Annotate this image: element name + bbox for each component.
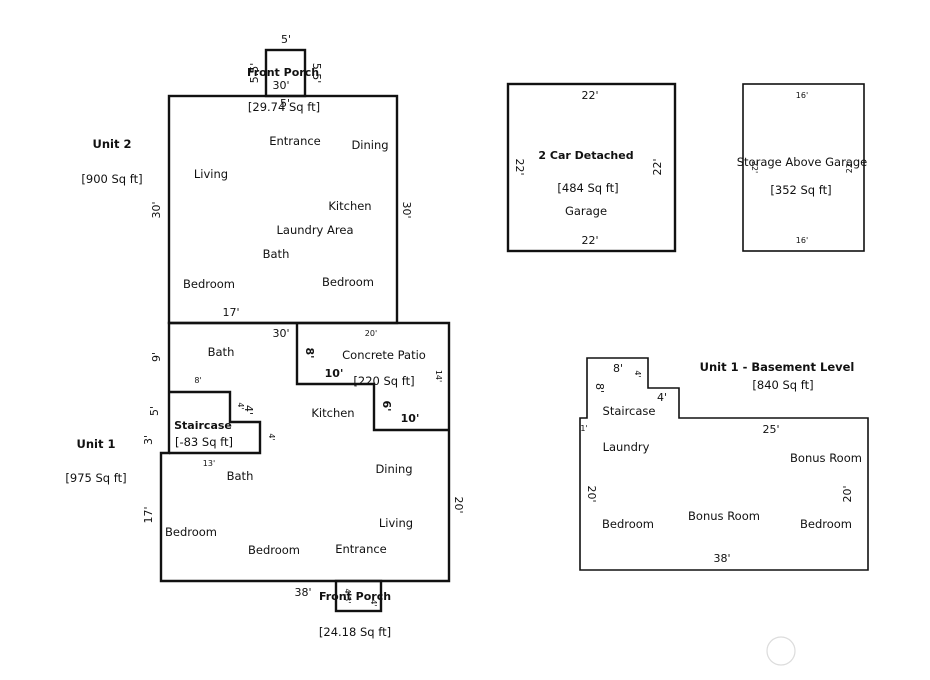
unit1-dim-left-lower: 17' <box>142 506 155 523</box>
front-porch-top-dim-bottom: 5' <box>280 97 290 110</box>
basement-room-bonus-center: Bonus Room <box>688 509 760 523</box>
basement-room-bonus-right: Bonus Room <box>790 451 862 465</box>
garage-dim-right: 22' <box>651 158 664 175</box>
staircase-unit1-outline <box>169 390 262 455</box>
front-porch-top-outline <box>264 48 307 98</box>
unit2-room-living: Living <box>194 167 228 181</box>
garage-area: [484 Sq ft] <box>557 181 618 195</box>
staircase-unit1-dim-left: 5' <box>148 406 161 416</box>
unit2-room-dining: Dining <box>351 138 388 152</box>
concrete-patio-area: [220 Sq ft] <box>353 374 414 388</box>
front-porch-top-dim-right: 5.5' <box>310 63 323 84</box>
staircase-unit1-dim-right: 4' <box>267 433 276 440</box>
basement-room-laundry: Laundry <box>603 440 650 454</box>
staircase-unit1-area: [-83 Sq ft] <box>175 435 233 449</box>
concrete-patio-dim-inner-bottom: 10' <box>325 367 344 380</box>
front-porch-bottom-dim-left: 4.3' <box>343 589 352 604</box>
storage-dim-right: 22' <box>845 161 854 173</box>
basement-dim-stair-step2: 4' <box>657 391 667 404</box>
basement-dim-left: 20' <box>585 485 598 502</box>
unit2-dim-top: 30' <box>272 79 289 92</box>
basement-dim-stair-step: 4' <box>633 370 642 377</box>
unit1-room-living: Living <box>379 516 413 530</box>
concrete-patio-dim-inner-left: 6' <box>380 400 393 411</box>
staircase-unit1-dim-top: 8' <box>194 376 201 385</box>
unit1-area: [975 Sq ft] <box>65 471 126 485</box>
basement-dim-right: 20' <box>841 485 854 502</box>
concrete-patio-dim-step-bottom: 10' <box>401 412 420 425</box>
storage-area: [352 Sq ft] <box>770 183 831 197</box>
basement-room-bedroom-right: Bedroom <box>800 517 852 531</box>
basement-dim-top: 25' <box>762 423 779 436</box>
basement-area: [840 Sq ft] <box>752 378 813 392</box>
unit1-dim-left-upper: 9' <box>150 352 163 362</box>
basement-outline <box>579 357 869 571</box>
unit1-room-entrance: Entrance <box>335 542 387 556</box>
unit2-room-bedroom-right: Bedroom <box>322 275 374 289</box>
unit1-dim-top: 30' <box>272 327 289 340</box>
unit1-outline <box>159 321 451 583</box>
unit2-area: [900 Sq ft] <box>81 172 142 186</box>
unit1-room-bedroom-mid: Bedroom <box>248 543 300 557</box>
garage-outline <box>506 82 677 253</box>
front-porch-bottom-outline <box>334 579 383 613</box>
staircase-unit1-dim-upper-right: 4' <box>236 402 245 409</box>
garage-title: 2 Car Detached <box>538 149 633 162</box>
unit1-room-bath-lower: Bath <box>227 469 254 483</box>
basement-room-bedroom-left: Bedroom <box>602 517 654 531</box>
garage-dim-top: 22' <box>581 89 598 102</box>
concrete-patio-dim-right: 14' <box>434 370 443 382</box>
unit2-title: Unit 2 <box>93 137 132 151</box>
storage-dim-bottom: 16' <box>796 236 808 245</box>
front-porch-bottom-title: Front Porch <box>319 590 391 603</box>
unit2-room-entrance: Entrance <box>269 134 321 148</box>
unit2-dim-left: 30' <box>150 201 163 218</box>
basement-dim-bottom: 38' <box>713 552 730 565</box>
staircase-unit1-dim-upper-right-b: 4' <box>242 405 255 415</box>
unit2-dim-right: 30' <box>400 201 413 218</box>
unit1-dim-left-mid: 3' <box>142 435 155 445</box>
unit1-dim-bottom: 38' <box>294 586 311 599</box>
unit1-room-dining: Dining <box>375 462 412 476</box>
storage-outline <box>742 83 865 252</box>
front-porch-top-dim-top: 5' <box>281 33 291 46</box>
watermark-icon <box>766 636 796 666</box>
unit1-room-bath-upper: Bath <box>208 345 235 359</box>
unit1-room-bedroom-left: Bedroom <box>165 525 217 539</box>
storage-dim-top: 16' <box>796 91 808 100</box>
basement-room-staircase: Staircase <box>603 404 656 418</box>
concrete-patio-outline <box>295 323 449 432</box>
basement-title: Unit 1 - Basement Level <box>700 360 855 374</box>
basement-dim-stair-left: 8' <box>593 383 606 393</box>
concrete-patio-dim-left: 8' <box>303 347 316 358</box>
unit2-room-bath: Bath <box>263 247 290 261</box>
garage-dim-bottom: 22' <box>581 234 598 247</box>
garage-dim-left: 22' <box>513 158 526 175</box>
garage-subtitle: Garage <box>565 204 607 218</box>
basement-dim-stair-top: 8' <box>613 362 623 375</box>
concrete-patio-title: Concrete Patio <box>342 348 426 362</box>
unit2-room-bedroom-left: Bedroom <box>183 277 235 291</box>
unit2-dim-bottom: 17' <box>222 306 239 319</box>
unit2-room-kitchen: Kitchen <box>328 199 371 213</box>
concrete-patio-dim-top: 20' <box>365 329 377 338</box>
front-porch-bottom-area: [24.18 Sq ft] <box>319 625 391 639</box>
unit1-dim-right: 20' <box>452 496 465 513</box>
front-porch-top-dim-left: 5.5' <box>248 63 261 84</box>
front-porch-top-title: Front Porch <box>247 66 319 79</box>
storage-title: Storage Above Garage <box>737 155 868 169</box>
basement-dim-notch: 1' <box>580 424 587 433</box>
staircase-unit1-title: Staircase <box>174 419 232 432</box>
unit2-room-laundry-area: Laundry Area <box>277 223 354 237</box>
staircase-unit1-dim-bottom: 13' <box>203 459 215 468</box>
front-porch-bottom-dim-right: 4' <box>369 599 378 606</box>
front-porch-top-area: [29.74 Sq ft] <box>248 100 320 114</box>
unit1-room-kitchen: Kitchen <box>311 406 354 420</box>
storage-dim-left: 22' <box>750 161 759 173</box>
unit1-title: Unit 1 <box>77 437 116 451</box>
